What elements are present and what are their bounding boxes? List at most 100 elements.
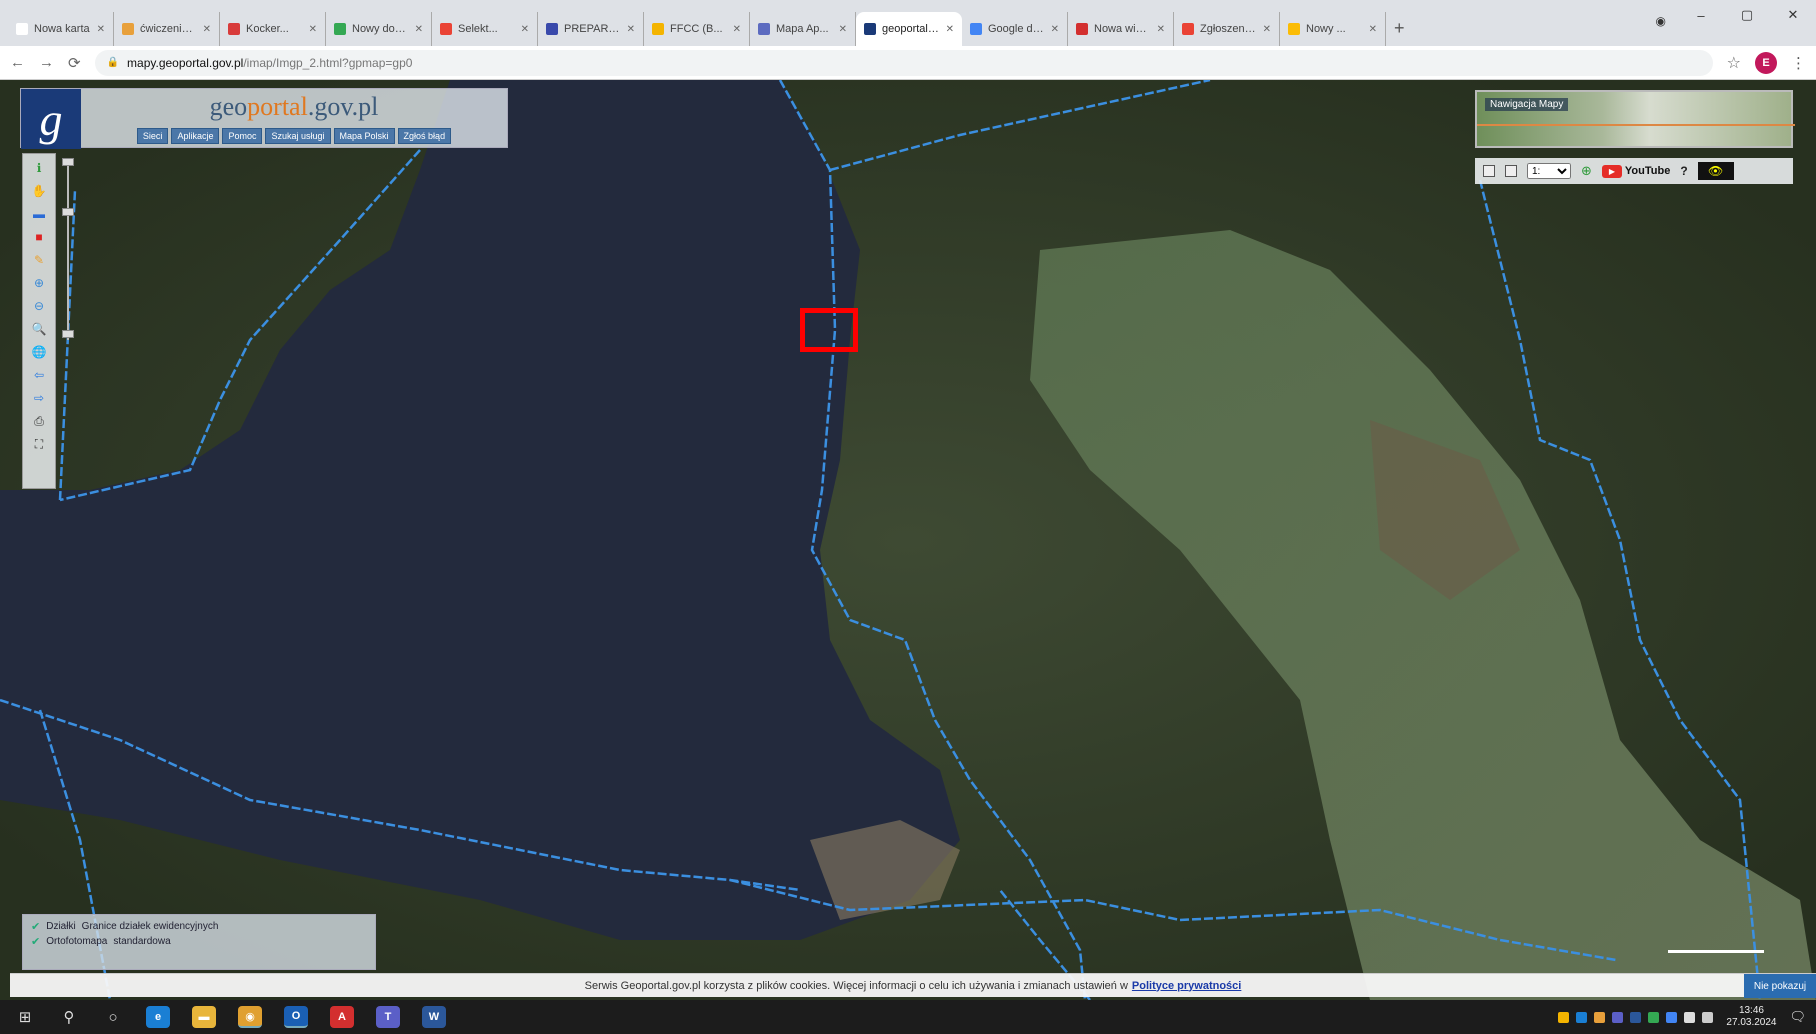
area-icon[interactable]: ■ xyxy=(35,230,43,244)
zoom-in-icon[interactable]: ⊕ xyxy=(33,276,45,290)
maximize-button[interactable]: ▢ xyxy=(1740,7,1754,22)
hand-icon[interactable]: ✋ xyxy=(31,184,47,198)
tab-close-icon[interactable]: ✕ xyxy=(520,23,529,35)
tray-icon-3[interactable] xyxy=(1594,1011,1606,1023)
minimize-button[interactable]: – xyxy=(1697,7,1705,23)
tab-close-icon[interactable]: ✕ xyxy=(414,23,423,35)
tab-close-icon[interactable]: ✕ xyxy=(1262,23,1271,35)
tab-close-icon[interactable]: ✕ xyxy=(96,23,105,35)
zoom-handle[interactable] xyxy=(62,208,74,216)
privacy-policy-link[interactable]: Polityce prywatności xyxy=(1131,979,1242,992)
browser-tab[interactable]: Mapa Ap...✕ xyxy=(750,12,856,46)
info-icon[interactable]: ℹ xyxy=(36,161,42,175)
accessibility-eye-icon[interactable]: 👁 xyxy=(1697,162,1734,180)
chrome-app-icon[interactable]: ◉ xyxy=(238,1006,262,1028)
reload-button[interactable]: ⟳ xyxy=(68,54,81,72)
scale-select[interactable]: 1: xyxy=(1527,163,1571,179)
arrow-right-icon[interactable]: ⇨ xyxy=(33,391,45,405)
tray-icon-1[interactable] xyxy=(1558,1011,1570,1023)
geoportal-menu-item[interactable]: Szukaj usługi xyxy=(265,128,331,144)
browser-tab[interactable]: ćwiczenie...✕ xyxy=(114,12,220,46)
browser-tab[interactable]: Kocker...✕ xyxy=(220,12,326,46)
url-field[interactable]: 🔒 mapy.geoportal.gov.pl/imap/Imgp_2.html… xyxy=(94,49,1713,76)
volume-icon[interactable] xyxy=(1702,1011,1714,1023)
tab-close-icon[interactable]: ✕ xyxy=(1368,23,1377,35)
tab-close-icon[interactable]: ✕ xyxy=(945,23,954,35)
map-canvas[interactable] xyxy=(0,80,1816,1000)
browser-tab[interactable]: Zgłoszenie...✕ xyxy=(1174,12,1280,46)
magnifier-icon[interactable]: 🔍 xyxy=(31,322,47,336)
zoom-top-handle[interactable] xyxy=(62,158,74,166)
tab-close-icon[interactable]: ✕ xyxy=(308,23,317,35)
notification-icon[interactable]: 🗨 xyxy=(1789,1009,1806,1024)
forward-button[interactable]: → xyxy=(39,54,54,71)
pencil-icon[interactable]: ✎ xyxy=(33,253,45,267)
explorer-app-icon[interactable]: ▬ xyxy=(192,1006,216,1028)
browser-tab[interactable]: FFCC (B...✕ xyxy=(644,12,750,46)
tray-icon-2[interactable] xyxy=(1576,1011,1588,1023)
browser-menu-icon[interactable]: ⋮ xyxy=(1791,54,1806,72)
geoportal-menu-item[interactable]: Mapa Polski xyxy=(333,128,395,144)
geoportal-menu-item[interactable]: Sieci xyxy=(136,128,169,144)
tab-close-icon[interactable]: ✕ xyxy=(626,23,635,35)
youtube-button[interactable]: ▶YouTube xyxy=(1601,164,1670,178)
grid-toggle-icon[interactable] xyxy=(1483,165,1495,177)
layer-check-icon[interactable]: ✔ xyxy=(31,921,41,933)
ruler-icon[interactable]: ▬ xyxy=(33,207,45,221)
tab-close-icon[interactable]: ✕ xyxy=(202,23,211,35)
browser-tab[interactable]: Nowa wiad...✕ xyxy=(1068,12,1174,46)
back-button[interactable]: ← xyxy=(10,54,25,71)
fullscreen-icon[interactable]: ⛶ xyxy=(34,436,44,451)
geoportal-menu-item[interactable]: Pomoc xyxy=(222,128,263,144)
bookmark-star-icon[interactable]: ☆ xyxy=(1726,54,1741,72)
browser-tab[interactable]: PREPARAT...✕ xyxy=(538,12,644,46)
acrobat-app-icon[interactable]: A xyxy=(330,1006,354,1028)
zoom-slider[interactable] xyxy=(62,158,74,340)
meadow-area xyxy=(1030,230,1816,1000)
profile-avatar[interactable]: E xyxy=(1755,51,1777,74)
tab-close-icon[interactable]: ✕ xyxy=(1050,23,1059,35)
new-tab-button[interactable]: + xyxy=(1394,17,1405,38)
task-view-icon[interactable]: ○ xyxy=(108,1008,118,1026)
print-toggle-icon[interactable] xyxy=(1505,165,1517,177)
tray-icon-6[interactable] xyxy=(1648,1011,1660,1023)
tab-close-icon[interactable]: ✕ xyxy=(732,23,741,35)
dismiss-cookie-button[interactable]: Nie pokazuj xyxy=(1744,974,1816,998)
tab-close-icon[interactable]: ✕ xyxy=(1156,23,1165,35)
browser-tab[interactable]: Google doc...✕ xyxy=(962,12,1068,46)
edge-app-icon[interactable]: e xyxy=(146,1006,170,1028)
outlook-app-icon[interactable]: O xyxy=(284,1006,308,1028)
plus-circle-icon[interactable]: ⊕ xyxy=(1581,163,1592,178)
browser-tab[interactable]: Selekt...✕ xyxy=(432,12,538,46)
lock-icon[interactable]: 🔒 xyxy=(106,57,120,68)
overview-minimap[interactable]: Nawigacja Mapy xyxy=(1475,90,1795,148)
browser-tab[interactable]: Nowy ... ✕ xyxy=(1280,12,1386,46)
layer-check-icon[interactable]: ✔ xyxy=(31,936,41,948)
tab-close-icon[interactable]: ✕ xyxy=(838,23,847,35)
zoom-bottom-handle[interactable] xyxy=(62,330,74,338)
tray-icon-4[interactable] xyxy=(1612,1011,1624,1023)
browser-tab[interactable]: Nowa karta✕ xyxy=(8,12,114,46)
help-icon[interactable]: ? xyxy=(1680,164,1688,178)
zoom-out-icon[interactable]: ⊖ xyxy=(33,299,45,313)
start-icon[interactable]: ⊞ xyxy=(18,1009,32,1026)
arrow-left-icon[interactable]: ⇦ xyxy=(33,368,45,382)
teams-app-icon[interactable]: T xyxy=(376,1006,400,1028)
tab-search-icon[interactable]: ◉ xyxy=(1655,14,1666,28)
browser-tab[interactable]: geoportal.gov.pl✕ xyxy=(856,12,962,46)
tray-icon-5[interactable] xyxy=(1630,1011,1642,1023)
geoportal-logo[interactable]: g xyxy=(21,89,81,149)
tray-icon-7[interactable] xyxy=(1666,1011,1678,1023)
globe-icon[interactable]: 🌐 xyxy=(31,345,47,359)
geoportal-menu-item[interactable]: Aplikacje xyxy=(171,128,220,144)
search-icon[interactable]: ⚲ xyxy=(63,1009,75,1026)
browser-tab[interactable]: Nowy dokum...✕ xyxy=(326,12,432,46)
geoportal-menu-item[interactable]: Zgłoś błąd xyxy=(397,128,452,144)
print-icon[interactable]: ⎙ xyxy=(34,413,44,428)
wifi-icon[interactable] xyxy=(1684,1011,1696,1023)
close-window-button[interactable]: ✕ xyxy=(1787,7,1799,22)
word-app-icon[interactable]: W xyxy=(422,1006,446,1028)
